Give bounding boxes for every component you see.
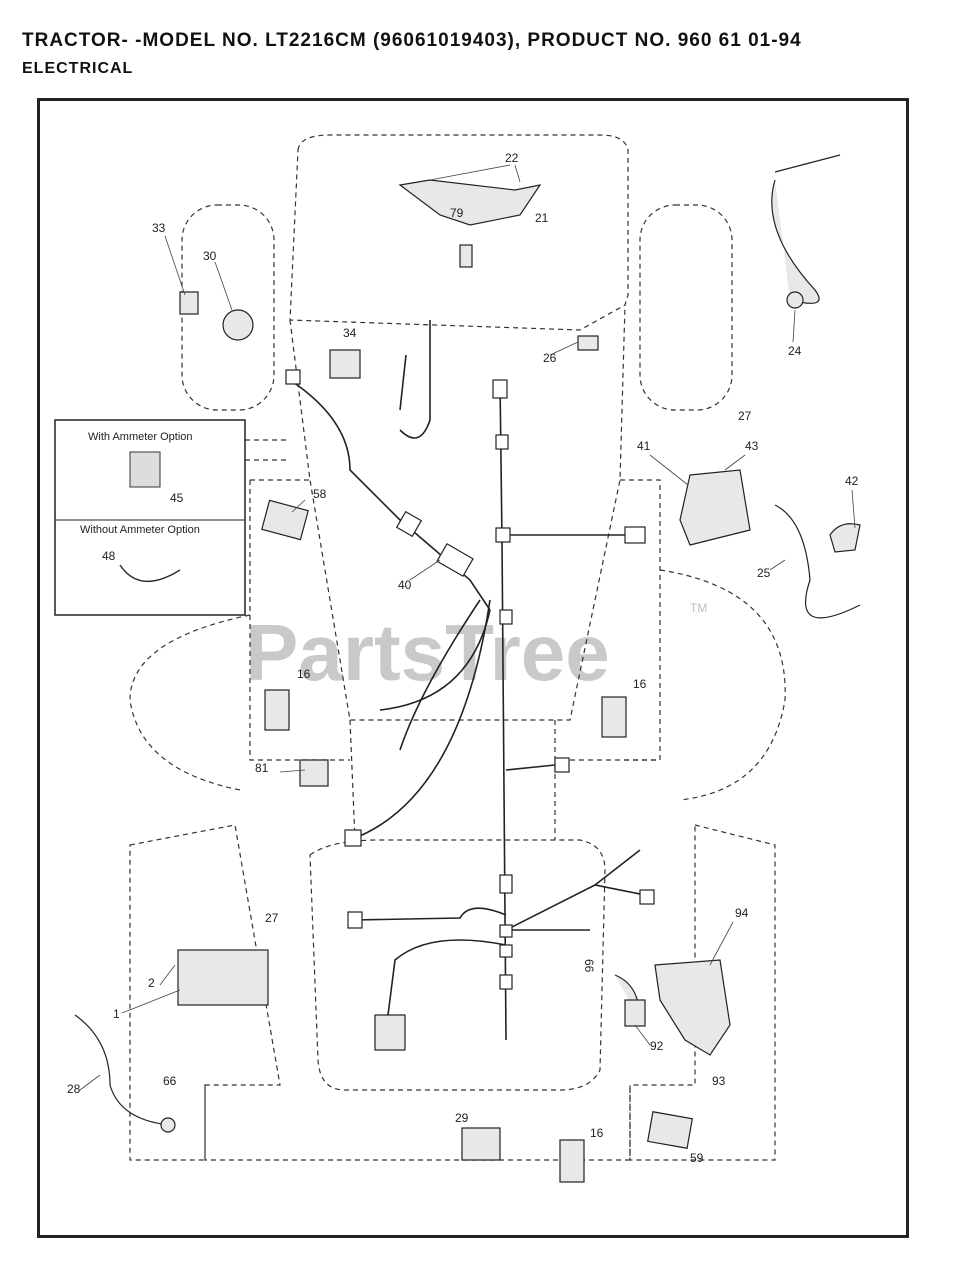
leader-lines <box>79 164 856 1091</box>
callout-79: 79 <box>450 206 464 220</box>
callout-1: 1 <box>113 1007 120 1021</box>
callout-34: 34 <box>343 326 357 340</box>
connectors <box>285 369 655 990</box>
callout-16-bottom: 16 <box>590 1126 604 1140</box>
callout-16-left: 16 <box>297 667 311 681</box>
callout-66-center: 66 <box>582 959 596 973</box>
callout-30: 30 <box>203 249 217 263</box>
callout-27-bottom: 27 <box>265 911 279 925</box>
callout-42: 42 <box>845 474 859 488</box>
callout-29: 29 <box>455 1111 469 1125</box>
watermark-tm: TM <box>690 601 707 615</box>
watermark: PartsTree <box>245 608 610 697</box>
callout-16-right: 16 <box>633 677 647 691</box>
callout-92: 92 <box>650 1039 664 1053</box>
callout-66-left: 66 <box>163 1074 177 1088</box>
with-ammeter-label: With Ammeter Option <box>88 431 193 443</box>
callout-28: 28 <box>67 1082 81 1096</box>
callout-48: 48 <box>102 549 116 563</box>
callout-25: 25 <box>757 566 771 580</box>
callout-33: 33 <box>152 221 166 235</box>
page-title: TRACTOR- -MODEL NO. LT2216CM (9606101940… <box>22 30 802 51</box>
callout-81: 81 <box>255 761 269 775</box>
callout-40: 40 <box>398 578 412 592</box>
callout-2: 2 <box>148 976 155 990</box>
callout-43: 43 <box>745 439 759 453</box>
callout-21: 21 <box>535 211 549 225</box>
ammeter-options-box: With Ammeter Option Without Ammeter Opti… <box>54 419 246 616</box>
callout-41: 41 <box>637 439 651 453</box>
callout-27-top: 27 <box>738 409 752 423</box>
parts <box>74 154 861 1183</box>
callout-58: 58 <box>313 487 327 501</box>
callout-45: 45 <box>170 491 184 505</box>
callout-24: 24 <box>788 344 802 358</box>
page-subtitle: ELECTRICAL <box>22 60 134 77</box>
wiring-harness <box>289 320 646 1041</box>
diagram-frame <box>37 98 909 1238</box>
callout-93: 93 <box>712 1074 726 1088</box>
without-ammeter-label: Without Ammeter Option <box>80 524 200 536</box>
callout-94: 94 <box>735 906 749 920</box>
callout-59: 59 <box>690 1151 704 1165</box>
callout-22: 22 <box>505 151 519 165</box>
callout-26: 26 <box>543 351 557 365</box>
